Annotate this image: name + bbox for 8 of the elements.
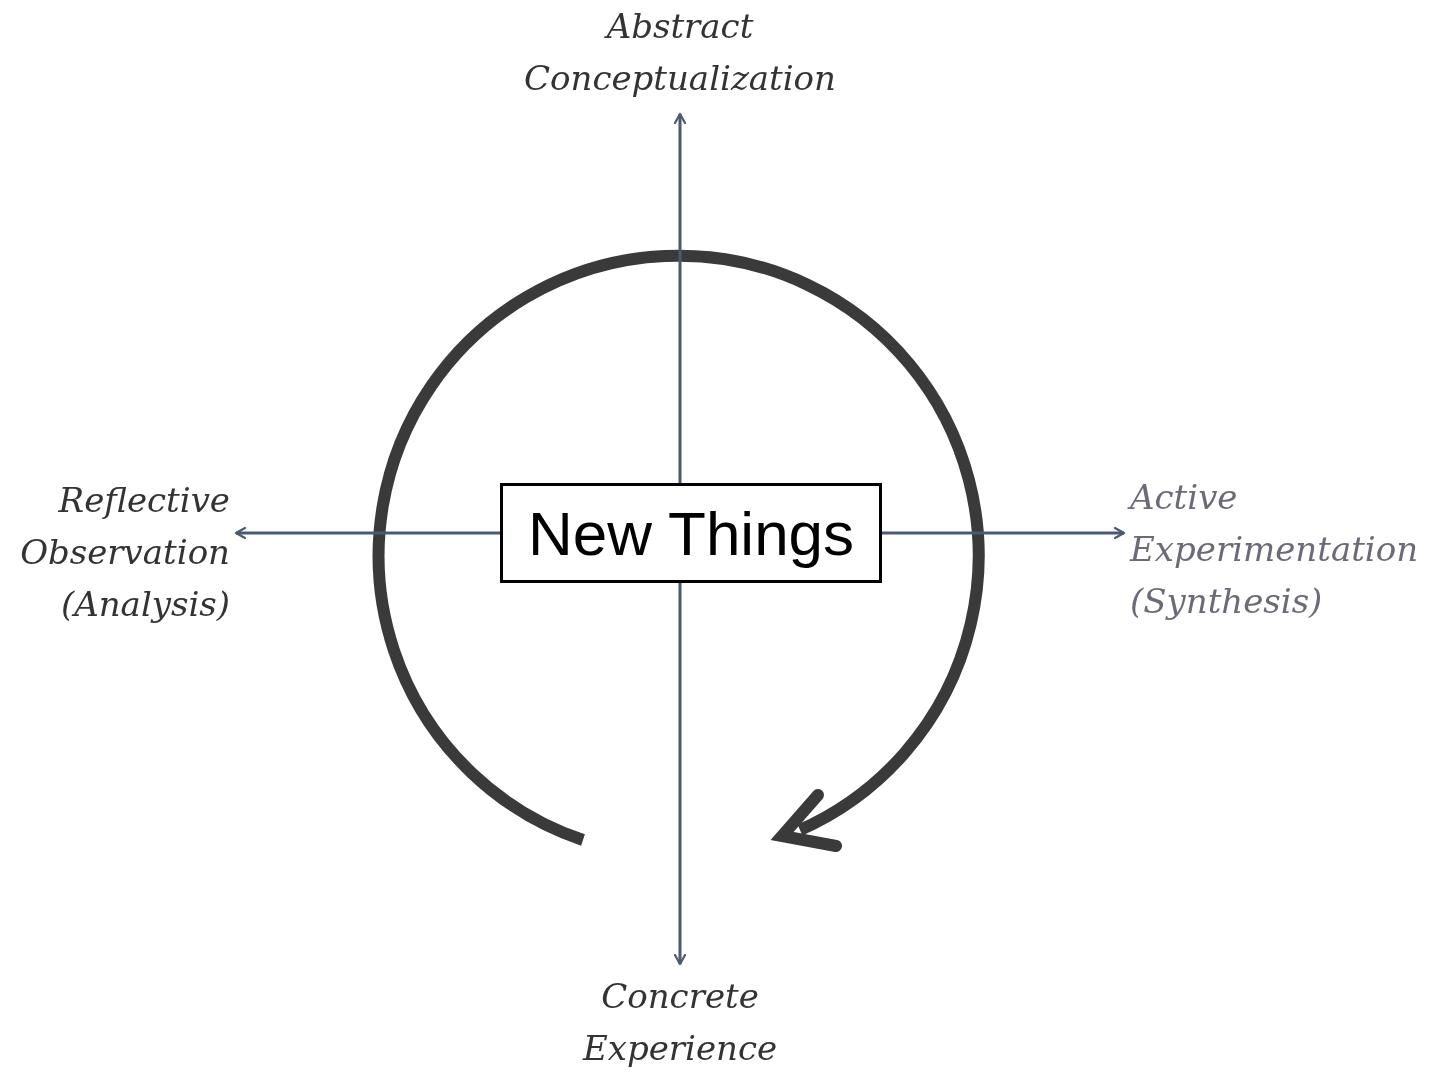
arrow	[234, 526, 500, 540]
arrow	[673, 112, 687, 483]
process-box: New Things	[500, 483, 882, 583]
stage-label: Concrete Experience	[520, 970, 840, 1074]
arrow	[882, 526, 1126, 540]
stage-label: Abstract Conceptualization	[510, 0, 850, 108]
arrow	[673, 583, 687, 966]
stage-label: Reflective Observation (Analysis)	[5, 474, 230, 630]
